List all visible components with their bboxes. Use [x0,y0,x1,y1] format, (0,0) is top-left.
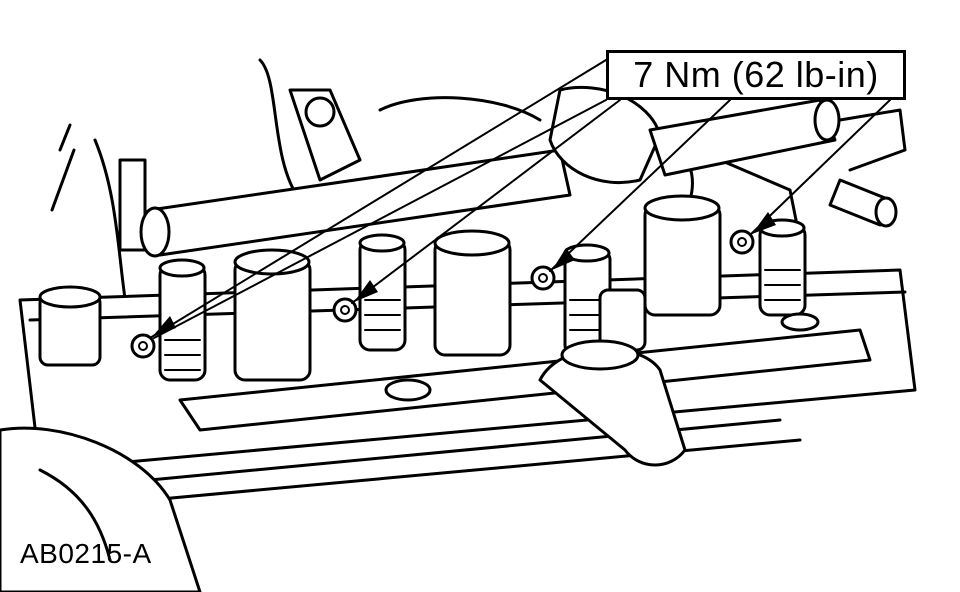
nut-icon [729,229,755,255]
tower-1 [38,258,207,382]
arrow-icon [552,248,575,270]
fuel-rail [139,85,898,258]
arrow-icon [752,212,776,234]
tower-2 [233,233,407,382]
tower-3 [433,229,647,357]
nut-icon [332,297,358,323]
tower-4 [643,194,807,317]
front-bracket [384,312,820,467]
arrow-icon [354,280,378,302]
injector-towers [38,194,807,382]
nut-icon [130,333,156,359]
nut-icon [530,265,556,291]
torque-callout: 7 Nm (62 lb-in) [606,50,906,100]
arrow-icon [152,316,176,337]
fastener-nuts [130,229,755,359]
figure-id: AB0215-A [20,538,152,569]
leader-lines [149,59,891,339]
foreground-housing [0,426,202,592]
arrowheads [152,212,776,337]
